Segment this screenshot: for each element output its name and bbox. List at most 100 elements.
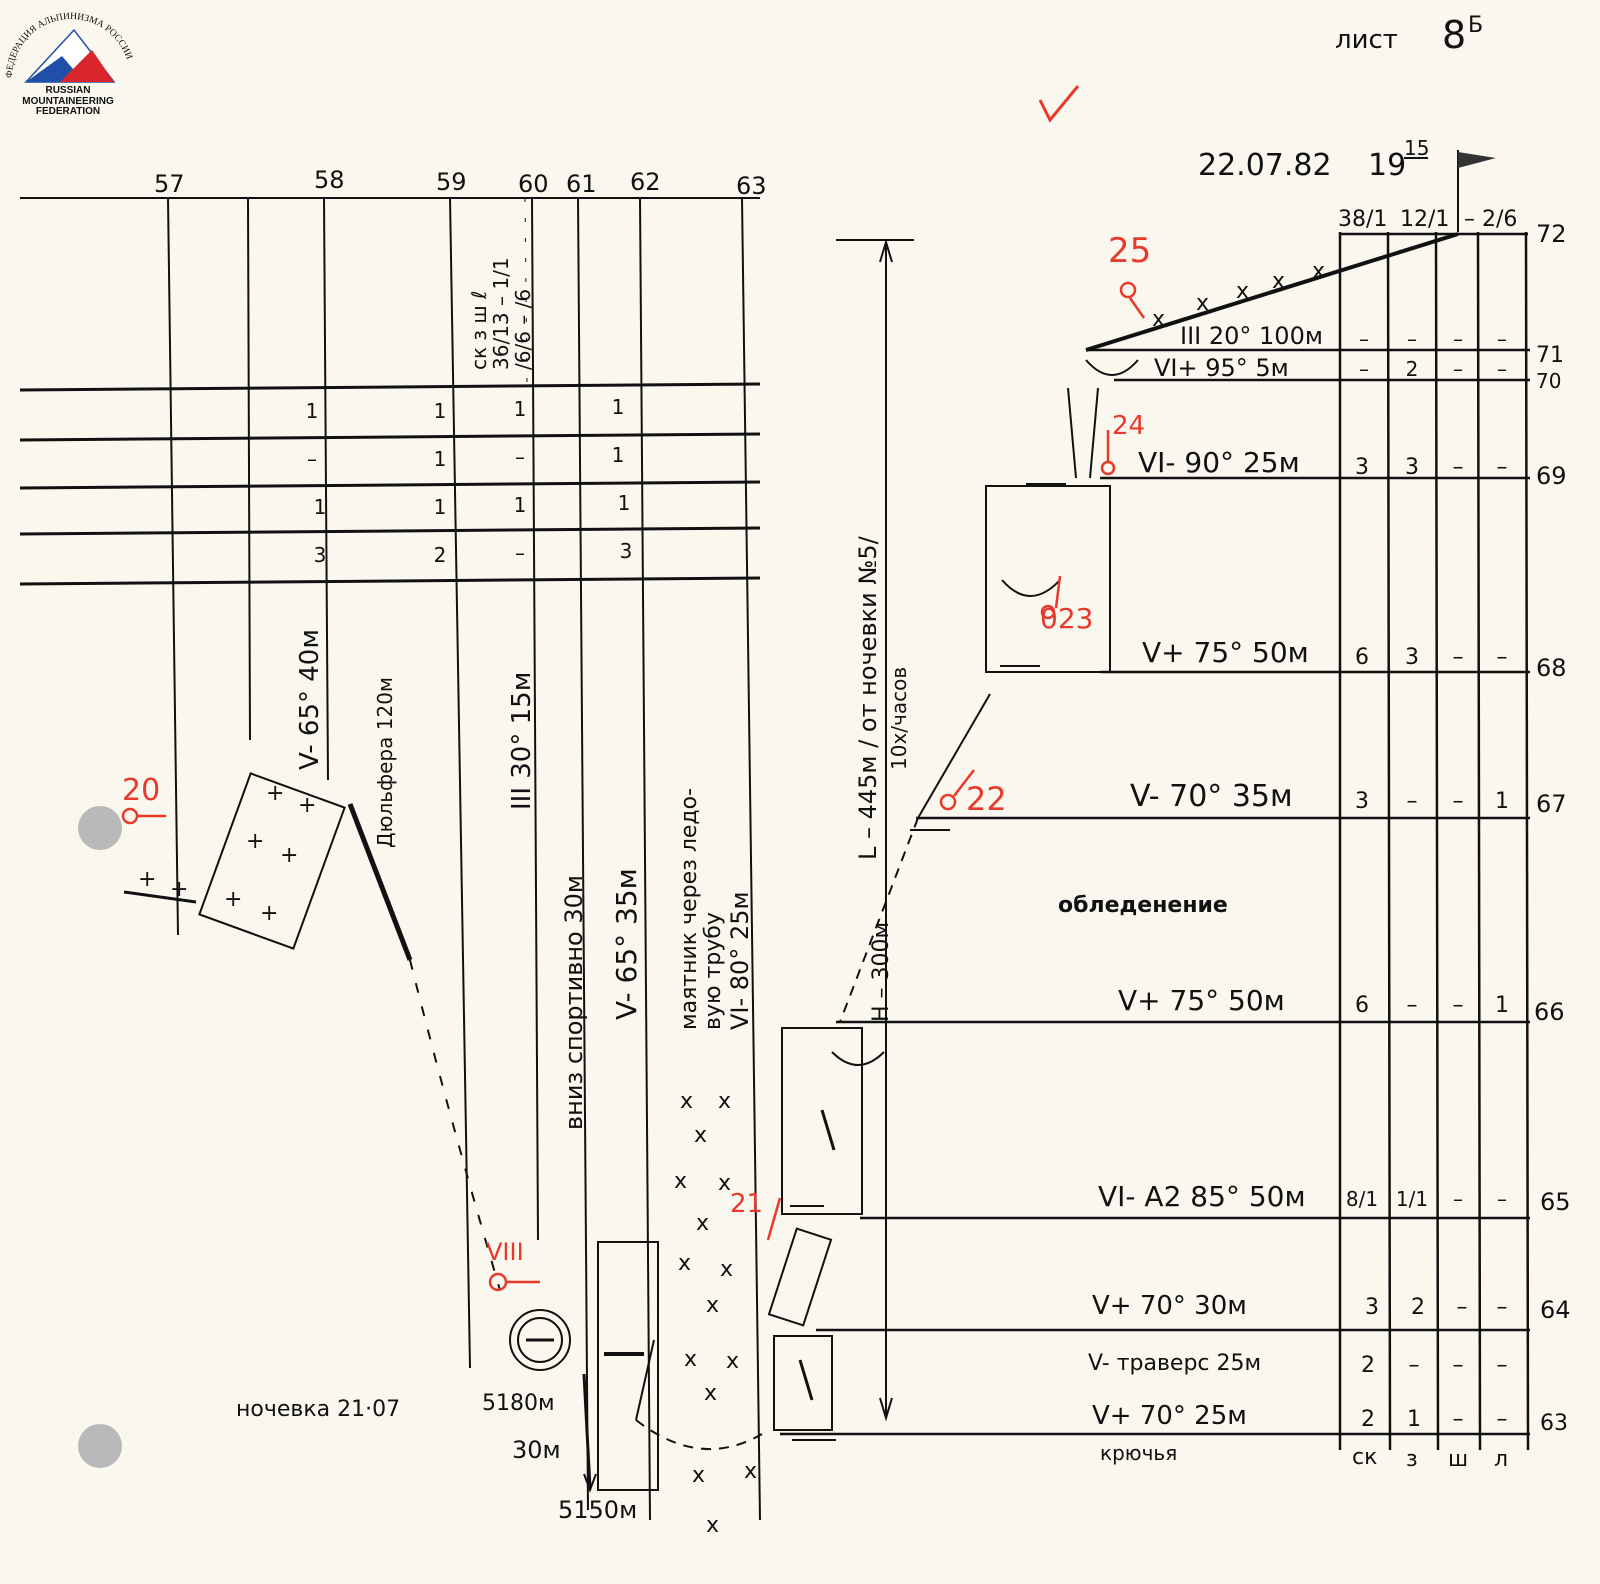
section-number: 70 [1536, 369, 1561, 393]
cell-value: 1 [314, 495, 327, 519]
section-number: 60 [518, 170, 549, 198]
cell-value: 3 [1365, 1295, 1379, 1320]
svg-text:+: + [260, 901, 278, 926]
svg-text:x: x [1312, 259, 1325, 284]
cell-value: – [1453, 1353, 1464, 1378]
cell-value: – [1497, 357, 1507, 381]
svg-text:x: x [1272, 269, 1285, 294]
route-description: V+ 70° 25м [1092, 1401, 1247, 1431]
cell-value: – [1497, 1295, 1508, 1320]
cell-value: 3 [1405, 645, 1419, 670]
cell-value: 3 [620, 539, 633, 563]
route-description: V+ 70° 30м [1092, 1291, 1247, 1321]
section-number: 63 [1540, 1411, 1568, 1436]
route-length-label: L – 445м / от ночевки №5/ [854, 535, 882, 860]
svg-text:x: x [718, 1171, 731, 1196]
header-cell: – 2/6 [1464, 207, 1517, 232]
cell-value: 1 [434, 399, 447, 423]
svg-text:x: x [718, 1089, 731, 1114]
cell-value: 1 [612, 395, 625, 419]
cell-value: 2 [434, 543, 447, 567]
section-number: 61 [566, 170, 597, 198]
legend-col: з [1406, 1447, 1418, 1472]
cell-value: – [1497, 1353, 1508, 1378]
bottom-legend: крючья ск з ш л [1100, 1441, 1508, 1472]
top-numbers: 57 58 59 60 61 62 63 [154, 166, 767, 200]
header-cell: 12/1 [1400, 207, 1449, 232]
cell-value: 1 [514, 397, 527, 421]
legend-line: ск з ш ℓ [467, 291, 491, 370]
route-description: V+ 75° 50м [1142, 636, 1309, 669]
svg-text:x: x [1152, 307, 1165, 332]
svg-text:x: x [706, 1513, 719, 1538]
cell-value: 3 [1405, 455, 1419, 480]
left-drawings [123, 772, 763, 1493]
cell-value: – [1359, 357, 1369, 381]
punch-hole [78, 1424, 122, 1468]
section-label: V- 65° 40м [295, 629, 325, 770]
left-strip [19, 197, 761, 1521]
cell-value: 1 [434, 495, 447, 519]
svg-text:x: x [680, 1089, 693, 1114]
cell-value: – [1497, 455, 1508, 480]
cell-value: – [1359, 327, 1369, 351]
section-label: V- 65° 35м [610, 868, 643, 1020]
cell-value: 1 [1495, 993, 1509, 1018]
header-cell: 38/1 [1338, 207, 1387, 232]
logo-line2: MOUNTAINEERING [22, 96, 114, 107]
cell-value: – [1453, 327, 1463, 351]
route-description: VI- A2 85° 50м [1098, 1180, 1306, 1213]
route-table-grid [780, 231, 1530, 1451]
cell-value: – [307, 447, 317, 471]
cell-value: – [1409, 1353, 1420, 1378]
cell-value: – [1497, 327, 1507, 351]
svg-text:x: x [704, 1381, 717, 1406]
hatch-marks [790, 483, 1066, 1441]
svg-text:+: + [170, 877, 188, 902]
svg-text:+: + [266, 781, 284, 806]
cell-value: – [1453, 357, 1463, 381]
section-number: 62 [630, 168, 661, 196]
section-label: III 30° 15м [507, 672, 537, 810]
cell-value: – [1457, 1295, 1468, 1320]
cell-value: 1 [306, 399, 319, 423]
section-number: 72 [1536, 220, 1567, 248]
svg-text:+: + [138, 867, 156, 892]
legend-line: 36/13 – 1/1 [489, 257, 513, 370]
route-description: V+ 75° 50м [1118, 984, 1285, 1017]
svg-text:x: x [694, 1123, 707, 1148]
red-marker: 25 [1108, 231, 1151, 271]
section-number: 66 [1534, 998, 1565, 1026]
section-number: 65 [1540, 1188, 1571, 1216]
altitude-label: 5150м [558, 1496, 637, 1524]
cell-value: – [1453, 455, 1464, 480]
route-rows: 72 III 20° 100м – – – – 71 VI+ 95° 5м – … [1088, 220, 1571, 1436]
summit-flag-icon [1457, 150, 1496, 232]
cell-value: 3 [1355, 455, 1369, 480]
logo-mountain-red [60, 50, 114, 82]
section-number: 67 [1536, 790, 1567, 818]
section-number: 64 [1540, 1296, 1571, 1324]
cell-value: 2 [1361, 1353, 1375, 1378]
section-label: маятник через ледо- [677, 788, 702, 1030]
svg-text:+: + [298, 793, 316, 818]
cell-value: – [1453, 993, 1464, 1018]
red-marker: VIII [486, 1238, 524, 1266]
svg-text:x: x [696, 1211, 709, 1236]
svg-text:+: + [224, 887, 242, 912]
cell-value: 1 [514, 493, 527, 517]
svg-text:x: x [692, 1463, 705, 1488]
cell-value: – [1407, 993, 1418, 1018]
legend-line: /6/6 – /6 [511, 289, 535, 370]
icing-label: обледенение [1058, 893, 1228, 918]
cell-value: 1 [434, 447, 447, 471]
height-dimension [836, 238, 914, 1422]
rotated-legend: ск з ш ℓ 36/13 – 1/1 /6/6 – /6 [467, 257, 535, 370]
svg-text:x: x [720, 1257, 733, 1282]
red-marker: 21 [730, 1189, 763, 1219]
cell-value: 6 [1355, 993, 1369, 1018]
